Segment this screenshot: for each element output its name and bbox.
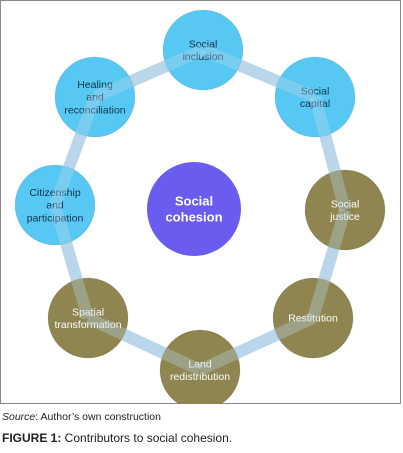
node-social-justice-label: justice — [329, 211, 360, 223]
source-text: : Author’s own construction — [35, 411, 161, 423]
ring-overlay-segment — [307, 208, 351, 320]
node-citizenship-and-participation-circle — [14, 164, 96, 246]
node-social-cohesion-label: Social — [175, 194, 213, 209]
caption-text: Contributors to social cohesion. — [61, 431, 233, 445]
node-restitution: Restitution — [272, 277, 354, 359]
node-social-justice-circle — [304, 169, 386, 251]
node-land-redistribution: Landredistribution — [159, 329, 241, 404]
ring-overlay-segment — [197, 312, 316, 376]
node-social-cohesion-circle — [147, 162, 241, 256]
node-citizenship-and-participation-label: Citizenship — [29, 187, 81, 199]
ring-overlay-segment — [49, 203, 94, 320]
node-social-inclusion-circle — [162, 9, 244, 91]
source-note: Source: Author’s own construction — [2, 411, 161, 423]
figure-caption: FIGURE 1: Contributors to social cohesio… — [2, 431, 232, 445]
node-restitution-label: Restitution — [288, 313, 338, 325]
node-citizenship-and-participation-label: and — [46, 200, 64, 212]
node-spatial-transformation-circle — [47, 277, 129, 359]
outer-nodes-layer: SocialinclusionSocialcapitalSocialjustic… — [14, 9, 386, 404]
node-social-capital-label: Social — [301, 85, 330, 97]
node-social-justice-label: Social — [331, 198, 360, 210]
node-restitution-circle — [272, 277, 354, 359]
node-citizenship-and-participation-label: participation — [27, 212, 84, 224]
node-healing-and-reconciliation-label: reconciliation — [64, 104, 125, 116]
social-cohesion-diagram: SocialinclusionSocialcapitalSocialjustic… — [14, 9, 386, 404]
node-spatial-transformation-label: transformation — [54, 319, 121, 331]
node-land-redistribution-label: Land — [188, 358, 212, 370]
node-spatial-transformation: Spatialtransformation — [47, 277, 129, 359]
node-social-capital: Socialcapital — [274, 56, 356, 138]
node-social-cohesion-label: cohesion — [165, 209, 222, 224]
source-label: Source — [2, 411, 36, 423]
node-healing-and-reconciliation: Healingandreconciliation — [54, 56, 136, 138]
node-healing-and-reconciliation-label: and — [86, 92, 104, 104]
node-social-capital-label: capital — [300, 98, 330, 110]
node-social-inclusion-label: inclusion — [183, 51, 224, 63]
caption-label: FIGURE 1: — [2, 431, 62, 445]
ring-overlay-segment — [85, 312, 203, 376]
node-land-redistribution-circle — [159, 329, 241, 404]
node-healing-and-reconciliation-circle — [54, 56, 136, 138]
node-social-justice: Socialjustice — [304, 169, 386, 251]
ring-overlay-segment — [309, 95, 351, 212]
node-land-redistribution-label: redistribution — [170, 371, 230, 383]
node-social-inclusion-label: Social — [189, 38, 218, 50]
node-spatial-transformation-label: Spatial — [72, 306, 104, 318]
node-citizenship-and-participation: Citizenshipandparticipation — [14, 164, 96, 246]
ring-overlay-segment — [200, 44, 318, 103]
ring-overlay-segment — [92, 44, 206, 103]
ring-overlay-segment — [49, 94, 101, 208]
node-healing-and-reconciliation-label: Healing — [77, 79, 113, 91]
node-social-capital-circle — [274, 56, 356, 138]
